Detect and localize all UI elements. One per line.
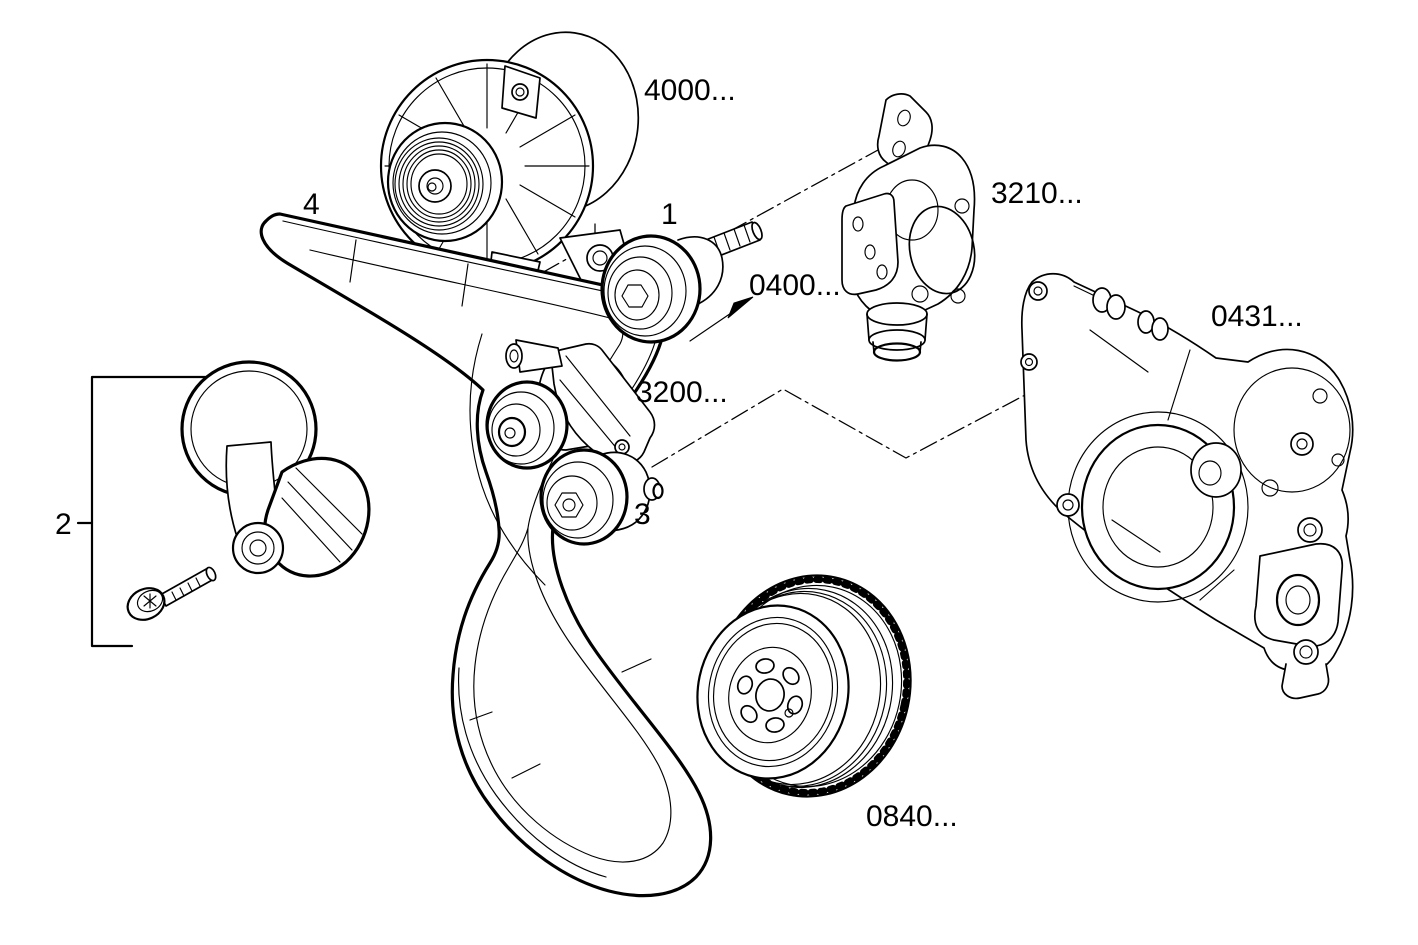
label-tensioner-bracket[interactable]: 3200... bbox=[636, 376, 728, 409]
tensioner-bracket-drawing bbox=[485, 339, 656, 470]
alternator-drawing bbox=[379, 31, 640, 297]
belt-tensioner-drawing bbox=[126, 360, 371, 621]
idler-pulley-drawing bbox=[539, 448, 664, 546]
label-callout-1[interactable]: 1 bbox=[661, 198, 678, 231]
direction-arrow-icon bbox=[689, 296, 754, 342]
water-pump-drawing bbox=[841, 93, 976, 362]
label-water-pump[interactable]: 3210... bbox=[991, 177, 1083, 210]
label-alternator[interactable]: 4000... bbox=[644, 74, 736, 107]
tensioner-bolt bbox=[126, 566, 217, 621]
tensioner-pulley-drawing bbox=[600, 221, 763, 344]
timing-cover-drawing bbox=[1020, 272, 1354, 700]
label-callout-2[interactable]: 2 bbox=[55, 508, 72, 541]
label-crankshaft-pulley[interactable]: 0840... bbox=[866, 800, 958, 833]
label-callout-3[interactable]: 3 bbox=[634, 498, 651, 531]
label-reference-0400[interactable]: 0400... bbox=[749, 269, 841, 302]
label-callout-4[interactable]: 4 bbox=[303, 188, 320, 221]
callout-bracket-2 bbox=[76, 375, 207, 648]
crankshaft-pulley-drawing bbox=[696, 574, 912, 798]
label-timing-cover[interactable]: 0431... bbox=[1211, 300, 1303, 333]
